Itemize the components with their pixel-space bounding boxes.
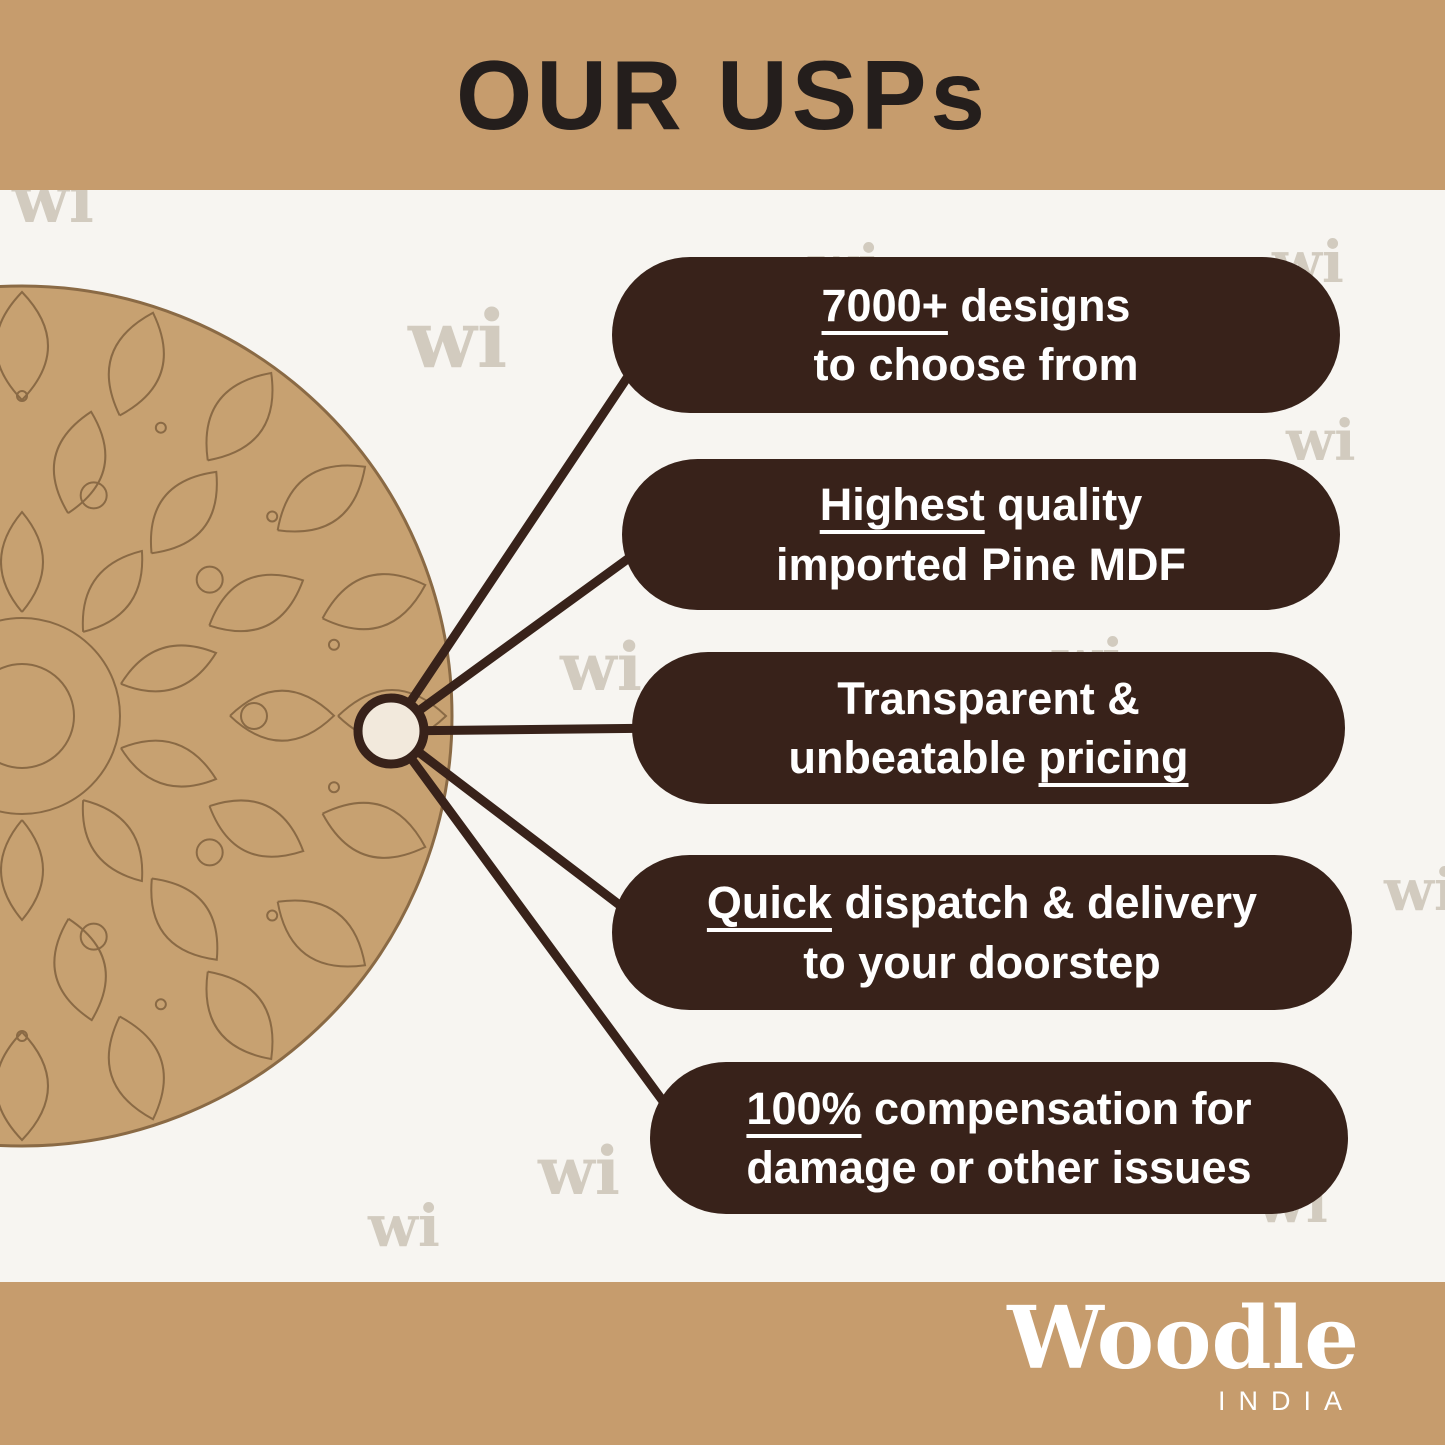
watermark-wi: wi xyxy=(1286,408,1356,474)
page-title: OUR USPs xyxy=(455,39,989,150)
usp-pill-pricing: Transparent &unbeatable pricing xyxy=(632,652,1345,804)
connector-line-3 xyxy=(386,723,677,736)
watermark-wi: wi xyxy=(368,1192,440,1260)
connector-line-4 xyxy=(386,726,660,937)
brand-logo: Woodle INDIA xyxy=(1007,1287,1359,1417)
watermark-wi: wi xyxy=(560,628,642,706)
watermark-wi: wi xyxy=(408,292,508,386)
header-banner: OUR USPs xyxy=(0,0,1445,190)
brand-name: Woodle xyxy=(1007,1287,1359,1389)
footer-banner: Woodle INDIA xyxy=(0,1282,1445,1445)
brand-country: INDIA xyxy=(1217,1386,1355,1416)
watermark-wi: wi xyxy=(538,1132,620,1210)
connector-hub-node xyxy=(353,693,429,769)
watermark-wi: wi xyxy=(1384,856,1445,924)
